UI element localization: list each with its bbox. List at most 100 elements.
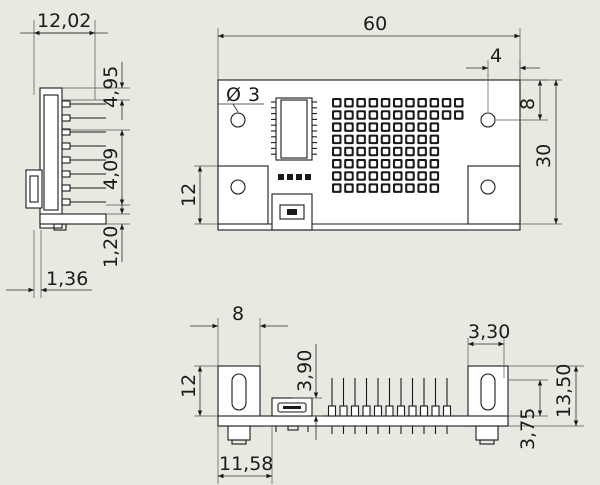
led-lens [407, 136, 413, 143]
front-right-slot [480, 373, 496, 411]
led-lens [395, 161, 401, 167]
led-lens [334, 185, 340, 191]
led-lens [370, 173, 377, 179]
front-header-pins [327, 378, 452, 434]
led-lens [358, 136, 364, 143]
led-lens [346, 161, 352, 167]
diameter-symbol: Ø [226, 84, 241, 106]
top-left-tab [217, 165, 269, 225]
led-lens [395, 148, 401, 155]
led-lens [419, 173, 425, 179]
led-lens [334, 100, 340, 106]
front-right-foot [475, 425, 499, 441]
led-lens [419, 161, 425, 167]
led-lens [382, 100, 389, 106]
usb-pad [287, 174, 293, 180]
front-pin-housing [350, 405, 360, 417]
front-pin-housing [362, 405, 371, 417]
mounting-hole-bottom-right [480, 179, 496, 195]
led-lens [382, 136, 389, 143]
led-lens [395, 100, 401, 106]
mounting-hole-top-right [480, 112, 496, 128]
led-lens [382, 148, 389, 155]
led-lens [370, 161, 377, 167]
dim-front-tab-width: 8 [232, 303, 244, 325]
led-lens [382, 112, 389, 118]
led-lens [358, 185, 364, 191]
led-lens [419, 136, 425, 143]
front-pin-housing [396, 405, 406, 417]
led-lens [431, 148, 438, 155]
dim-front-right-low: 3,75 [517, 408, 539, 450]
led-lens [395, 124, 401, 130]
front-pin-housing [408, 405, 417, 417]
front-left-foot [227, 425, 251, 441]
led-lens [334, 112, 340, 118]
front-pin-housing [431, 405, 440, 417]
dim-side-top: 4,95 [100, 66, 122, 108]
dim-front-usb-height: 3,90 [294, 350, 316, 392]
front-pin-housing [373, 405, 383, 417]
led-lens [431, 173, 438, 179]
led-lens [443, 100, 450, 106]
usb-pad [278, 174, 284, 180]
led-lens [382, 124, 389, 130]
dim-front-right-height: 13,50 [553, 364, 575, 418]
dim-top-left-height: 12 [178, 183, 200, 207]
led-lens [419, 185, 425, 191]
front-left-slot [231, 373, 247, 411]
led-lens [358, 124, 364, 130]
front-view: 8 12 3,90 3,30 [178, 303, 584, 484]
dim-hole-offset-x: 4 [490, 45, 502, 67]
dim-front-left-height: 12 [178, 374, 200, 398]
led-lens [370, 185, 377, 191]
led-lens [407, 100, 413, 106]
led-lens [346, 136, 352, 143]
led-lens [370, 148, 377, 155]
front-pin-housing [327, 405, 337, 417]
led-lens [407, 148, 413, 155]
led-lens [358, 148, 364, 155]
led-lens [407, 185, 413, 191]
led-lens [346, 124, 352, 130]
side-pin-housing [61, 142, 71, 150]
usb-pad [296, 174, 302, 180]
led-lens [456, 112, 462, 118]
led-lens [334, 173, 340, 179]
led-lens [456, 100, 462, 106]
dim-top-width: 60 [363, 13, 387, 35]
front-pin-housing [442, 405, 452, 417]
led-lens [419, 148, 425, 155]
led-lens [346, 173, 352, 179]
led-lens [334, 136, 340, 143]
dim-front-pin-offset: 3,30 [468, 321, 510, 343]
front-base-board [217, 415, 509, 427]
side-pin-housing [61, 114, 71, 122]
mounting-hole-bottom-left [230, 179, 246, 195]
led-lens [382, 173, 389, 179]
led-lens [358, 161, 364, 167]
side-pcb-body [39, 87, 63, 229]
led-lens [431, 100, 438, 106]
side-pin-housing [61, 100, 71, 108]
led-lens [334, 148, 340, 155]
ic-chip-pins [271, 101, 317, 155]
led-lens [370, 136, 377, 143]
led-lens [346, 100, 352, 106]
led-lens [334, 124, 340, 130]
led-lens [346, 185, 352, 191]
led-matrix [332, 98, 464, 193]
led-lens [334, 161, 340, 167]
front-pin-housing [385, 405, 394, 417]
led-lens [431, 124, 438, 130]
led-lens [407, 124, 413, 130]
led-lens [407, 173, 413, 179]
dim-front-usb-offset: 11,58 [219, 453, 273, 475]
led-lens [407, 112, 413, 118]
front-pin-housing [419, 405, 429, 417]
led-lens [431, 136, 438, 143]
top-right-tab [467, 165, 521, 225]
led-lens [419, 112, 425, 118]
led-lens [407, 161, 413, 167]
led-lens [443, 112, 450, 118]
